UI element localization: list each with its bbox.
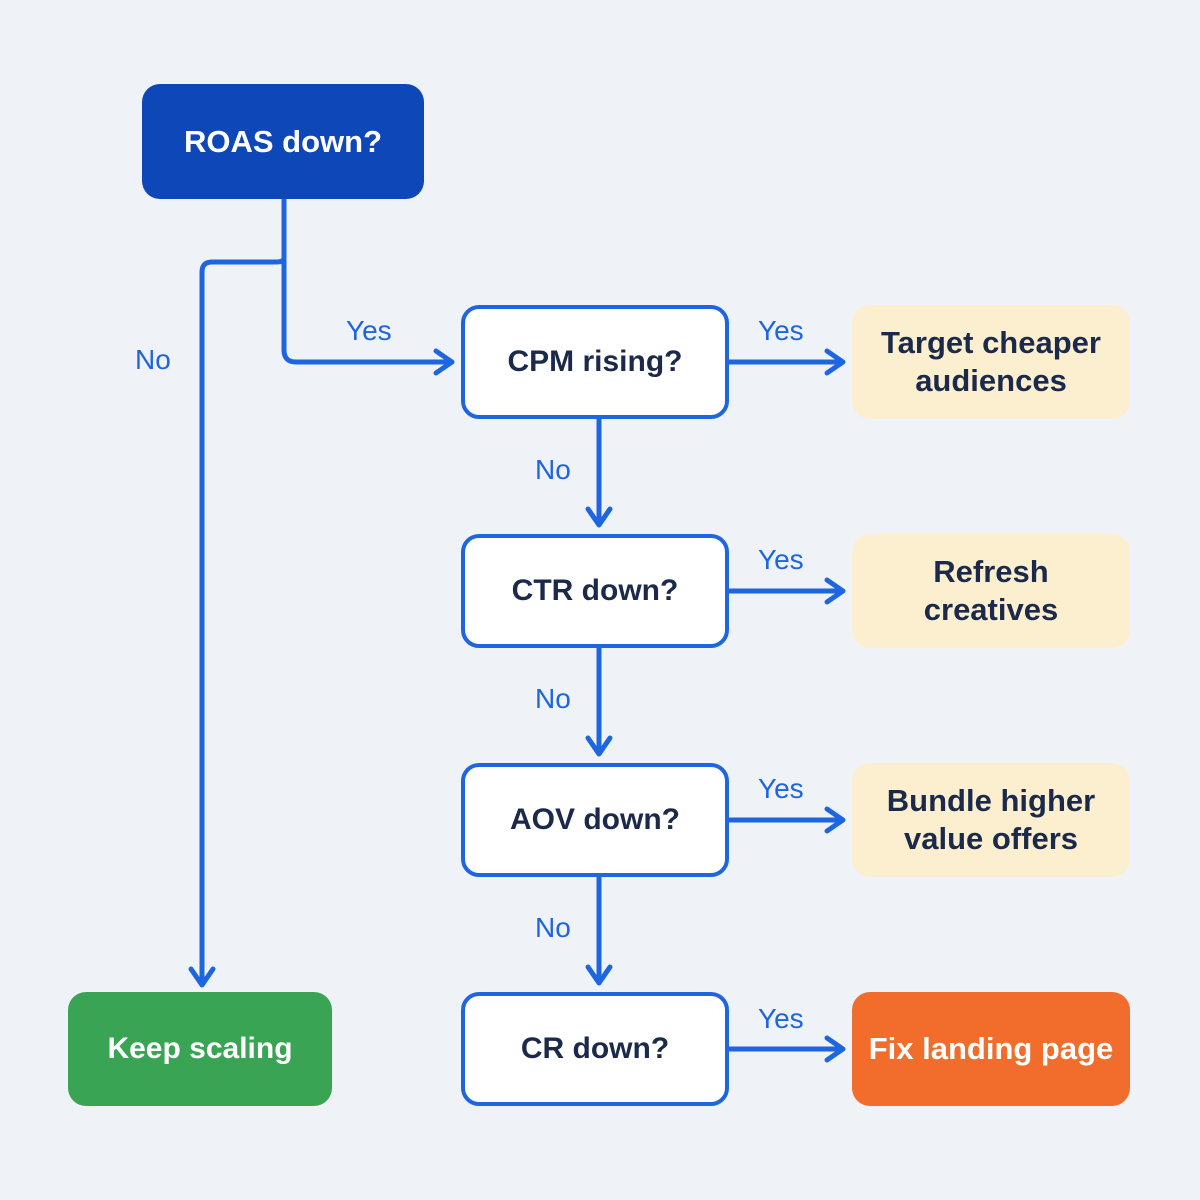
edge-label-roas-no: No: [135, 344, 171, 375]
action-refresh-creatives: Refresh creatives: [852, 534, 1130, 648]
edge-label-aov-yes: Yes: [758, 773, 804, 804]
action-label: Target cheaper audiences: [881, 325, 1101, 398]
edge-label-cpm-no: No: [535, 454, 571, 485]
decision-cr-down: CR down?: [461, 992, 729, 1106]
decision-label: AOV down?: [510, 803, 680, 836]
edge-label-ctr-yes: Yes: [758, 544, 804, 575]
edge-roas-no: [188, 250, 287, 988]
action-target-cheaper-audiences: Target cheaper audiences: [852, 305, 1130, 419]
decision-cpm-rising: CPM rising?: [461, 305, 729, 419]
start-node-roas-down: ROAS down?: [142, 84, 424, 199]
edge-label-ctr-no: No: [535, 683, 571, 714]
start-node-label: ROAS down?: [183, 123, 383, 159]
edge-label-cpm-yes: Yes: [758, 315, 804, 346]
decision-label: CPM rising?: [507, 345, 683, 378]
decision-label: CR down?: [520, 1032, 670, 1065]
action-bundle-higher-value-offers: Bundle higher value offers: [852, 763, 1130, 877]
edge-label-aov-no: No: [535, 912, 571, 943]
action-label: Bundle higher value offers: [886, 783, 1096, 856]
action-fix-landing-page: Fix landing page: [852, 992, 1130, 1106]
terminal-keep-scaling: Keep scaling: [68, 992, 332, 1106]
edge-label-roas-yes: Yes: [346, 315, 392, 346]
action-label: Refresh creatives: [923, 554, 1059, 627]
edge-label-cr-yes: Yes: [758, 1003, 804, 1034]
decision-aov-down: AOV down?: [461, 763, 729, 877]
decision-ctr-down: CTR down?: [461, 534, 729, 648]
decision-label: CTR down?: [511, 574, 679, 607]
terminal-label: Keep scaling: [107, 1032, 293, 1065]
edge-roas-yes: [281, 250, 455, 376]
action-label: Fix landing page: [868, 1031, 1114, 1066]
